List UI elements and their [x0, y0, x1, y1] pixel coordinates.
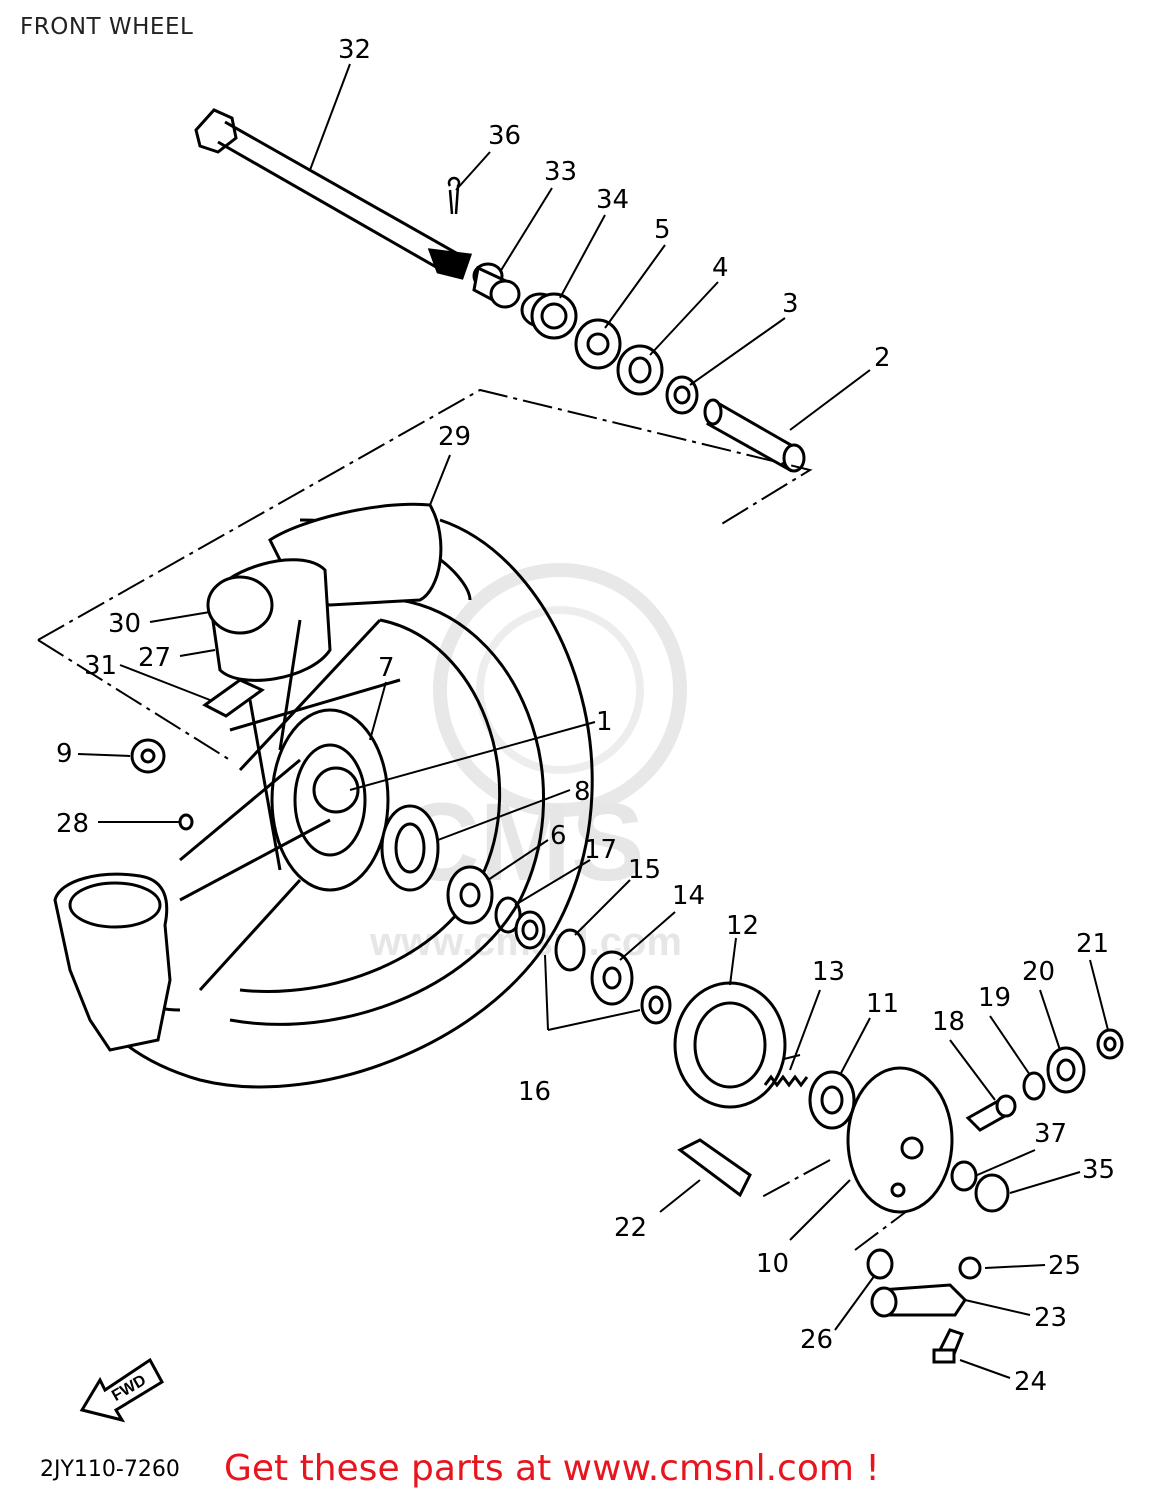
callout-21: 21 — [1076, 929, 1109, 959]
callout-14: 14 — [672, 881, 705, 911]
callout-37: 37 — [1034, 1119, 1067, 1149]
nipple-nut-9 — [130, 738, 166, 774]
oil-seal-11 — [808, 1070, 856, 1130]
wheel-assembly — [53, 502, 594, 1089]
watermark-brand: CMS — [400, 781, 644, 904]
nut-25 — [958, 1256, 982, 1280]
bearing-5 — [574, 318, 622, 370]
spacer-flange-3 — [665, 375, 699, 415]
oil-seal-21 — [1096, 1028, 1124, 1060]
callout-15: 15 — [628, 855, 661, 885]
callout-4: 4 — [712, 253, 729, 283]
callout-13: 13 — [812, 957, 845, 987]
meter-gear-14 — [590, 950, 634, 1006]
get-parts-link[interactable]: Get these parts at www.cmsnl.com ! — [224, 1448, 880, 1489]
callout-1: 1 — [596, 707, 613, 737]
callout-26: 26 — [800, 1325, 833, 1355]
callout-36: 36 — [488, 121, 521, 151]
washer-26 — [866, 1248, 894, 1280]
callout-7: 7 — [378, 653, 395, 683]
callout-24: 24 — [1014, 1367, 1047, 1397]
callout-33: 33 — [544, 157, 577, 187]
callout-28: 28 — [56, 809, 89, 839]
washer-19 — [1022, 1071, 1046, 1101]
callout-3: 3 — [782, 289, 799, 319]
callout-10: 10 — [756, 1249, 789, 1279]
callout-29: 29 — [438, 422, 471, 452]
callout-18: 18 — [932, 1007, 965, 1037]
oil-seal-34 — [520, 292, 578, 340]
front-axle — [194, 108, 473, 280]
callout-5: 5 — [654, 215, 671, 245]
callout-9: 9 — [56, 739, 73, 769]
callout-31: 31 — [84, 651, 117, 681]
callout-labels: 32 36 33 34 5 4 3 2 29 30 27 31 7 1 9 8 … — [56, 35, 1115, 1397]
callout-6: 6 — [550, 821, 567, 851]
bolt-24 — [932, 1328, 964, 1364]
callout-27: 27 — [138, 643, 171, 673]
spring-13 — [763, 1074, 809, 1088]
meter-cable-joint-22 — [677, 1138, 752, 1198]
callout-25: 25 — [1048, 1251, 1081, 1281]
leader-lines — [77, 63, 1109, 1379]
circlip-17 — [494, 896, 522, 934]
oil-seal-16 — [514, 910, 546, 950]
nut-35 — [974, 1173, 1010, 1213]
page-title: FRONT WHEEL — [20, 14, 194, 40]
plate-8 — [380, 804, 440, 892]
brake-shoe-12 — [673, 981, 787, 1109]
spacer-2 — [703, 398, 806, 473]
diagram-code: 2JY110-7260 — [40, 1457, 180, 1482]
callout-17: 17 — [584, 835, 617, 865]
cam-lever-23 — [870, 1283, 967, 1318]
cotter-pin — [447, 176, 461, 215]
callout-8: 8 — [574, 777, 591, 807]
rim-band-31 — [202, 678, 265, 718]
callout-12: 12 — [726, 911, 759, 941]
camshaft-18 — [965, 1094, 1017, 1132]
spoke-nipple-28 — [178, 813, 194, 831]
callout-34: 34 — [596, 185, 629, 215]
callout-32: 32 — [338, 35, 371, 65]
clip-15 — [554, 928, 586, 972]
washer-16b — [640, 985, 672, 1025]
callout-20: 20 — [1022, 957, 1055, 987]
callout-22: 22 — [614, 1213, 647, 1243]
bearing-6 — [446, 865, 494, 925]
watermark-logo: CMS www.cmsnl.com — [369, 563, 687, 964]
callout-2: 2 — [874, 343, 891, 373]
bearing-4 — [616, 344, 664, 396]
callout-23: 23 — [1034, 1303, 1067, 1333]
collar-33 — [472, 262, 521, 309]
callout-16: 16 — [518, 1077, 551, 1107]
forward-direction-arrow-icon: FWD — [79, 1357, 165, 1423]
brake-shoe-plate-10 — [846, 1066, 954, 1214]
meter-gear-unit-20 — [1046, 1046, 1086, 1094]
callout-35: 35 — [1082, 1155, 1115, 1185]
washer-37 — [950, 1160, 978, 1192]
callout-19: 19 — [978, 983, 1011, 1013]
callout-30: 30 — [108, 609, 141, 639]
callout-11: 11 — [866, 989, 899, 1019]
